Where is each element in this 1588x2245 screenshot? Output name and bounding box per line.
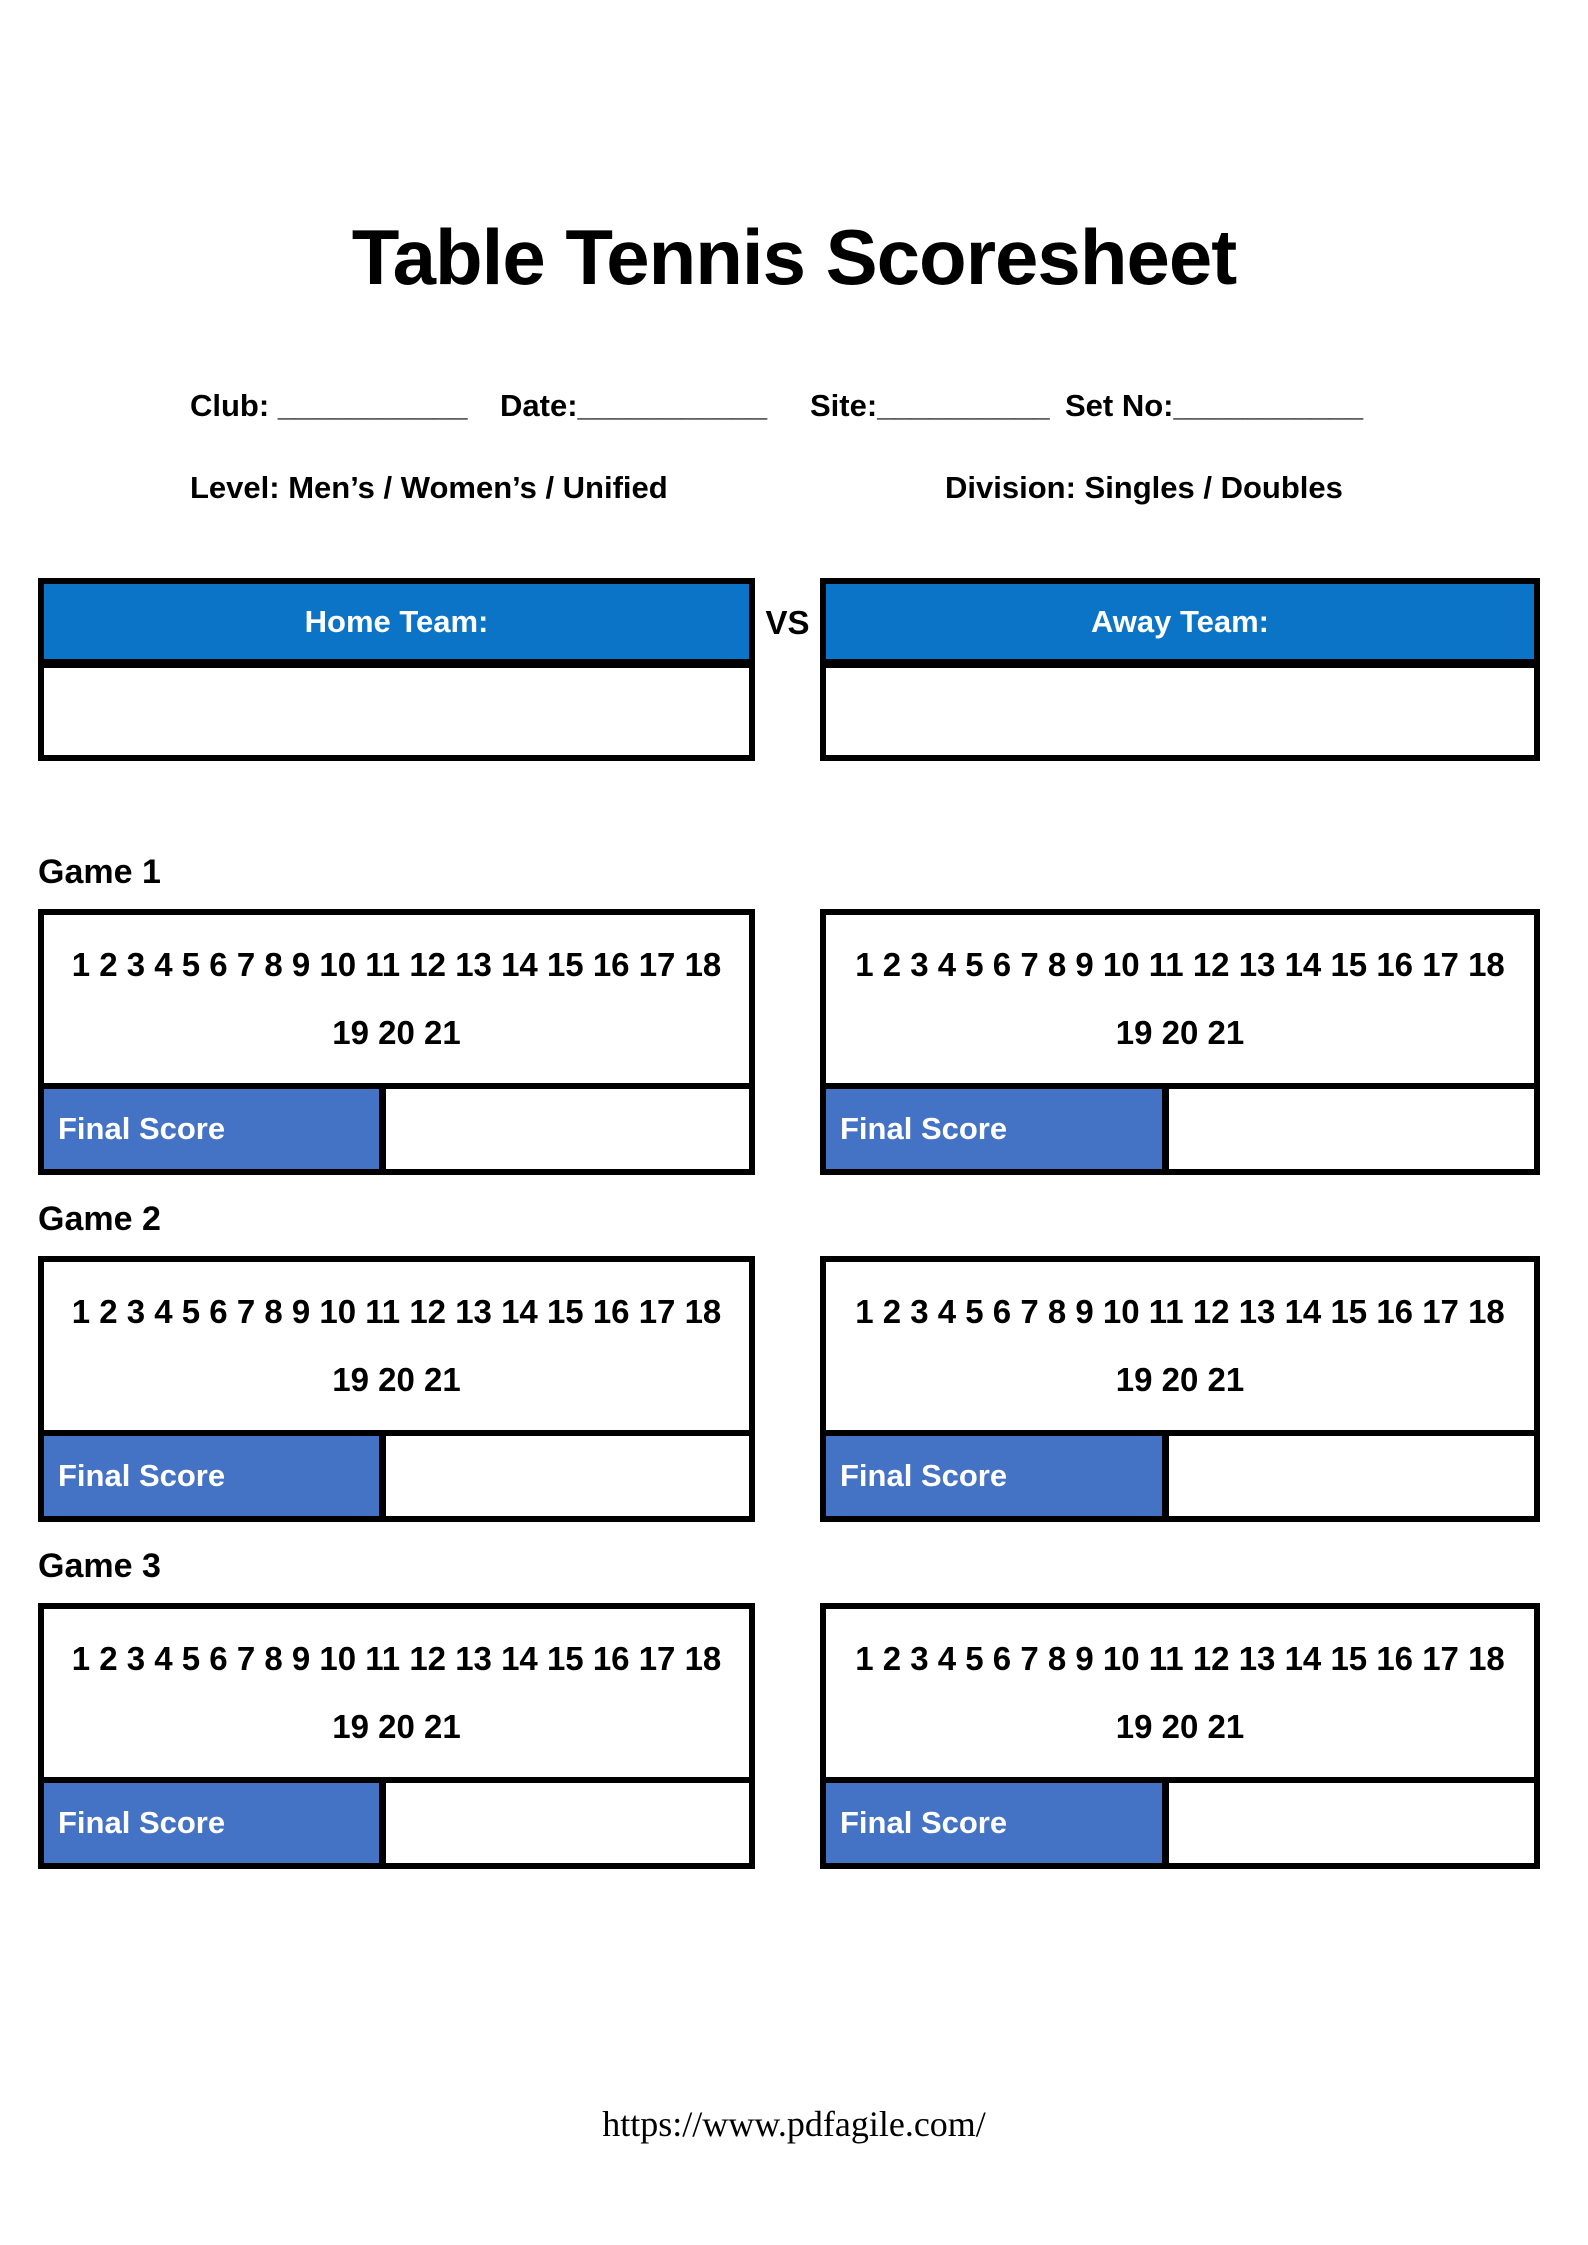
game-1-home-final-row: Final Score: [44, 1083, 749, 1169]
home-team-header: Home Team:: [44, 584, 749, 668]
game-2-home-final-score-cell[interactable]: [385, 1436, 749, 1516]
points-line-1: 1 2 3 4 5 6 7 8 9 10 11 12 13 14 15 16 1…: [71, 1292, 722, 1330]
final-score-label: Final Score: [44, 1783, 386, 1863]
club-label: Club:: [190, 388, 270, 423]
game-2-label: Game 2: [38, 1200, 161, 1238]
set-no-field: Set No:___________: [1065, 388, 1363, 424]
game-1-away-score-table: 1 2 3 4 5 6 7 8 9 10 11 12 13 14 15 16 1…: [820, 909, 1540, 1175]
game-1-home-score-table: 1 2 3 4 5 6 7 8 9 10 11 12 13 14 15 16 1…: [38, 909, 755, 1175]
points-line-1: 1 2 3 4 5 6 7 8 9 10 11 12 13 14 15 16 1…: [855, 945, 1505, 983]
final-score-label: Final Score: [826, 1089, 1170, 1169]
final-score-label: Final Score: [44, 1436, 386, 1516]
game-2-away-final-score-cell[interactable]: [1169, 1436, 1534, 1516]
game-3-section: Game 3 1 2 3 4 5 6 7 8 9 10 11 12 13 14 …: [0, 1547, 1588, 1877]
game-2-section: Game 2 1 2 3 4 5 6 7 8 9 10 11 12 13 14 …: [0, 1200, 1588, 1530]
points-line-1: 1 2 3 4 5 6 7 8 9 10 11 12 13 14 15 16 1…: [855, 1639, 1505, 1677]
game-3-home-points-area: 1 2 3 4 5 6 7 8 9 10 11 12 13 14 15 16 1…: [44, 1609, 749, 1777]
meta-row: Club: ___________ Date:___________ Site:…: [0, 388, 1588, 436]
set-no-blank-line[interactable]: ___________: [1173, 388, 1364, 423]
points-line-1: 1 2 3 4 5 6 7 8 9 10 11 12 13 14 15 16 1…: [71, 945, 722, 983]
game-1-away-points-area: 1 2 3 4 5 6 7 8 9 10 11 12 13 14 15 16 1…: [826, 915, 1534, 1083]
points-line-2: 19 20 21: [332, 1708, 461, 1746]
game-3-home-final-row: Final Score: [44, 1777, 749, 1863]
game-2-away-points-area: 1 2 3 4 5 6 7 8 9 10 11 12 13 14 15 16 1…: [826, 1262, 1534, 1430]
home-team-name-cell[interactable]: [44, 668, 749, 755]
points-line-1: 1 2 3 4 5 6 7 8 9 10 11 12 13 14 15 16 1…: [71, 1639, 722, 1677]
page-title: Table Tennis Scoresheet: [351, 213, 1237, 301]
game-2-away-score-table: 1 2 3 4 5 6 7 8 9 10 11 12 13 14 15 16 1…: [820, 1256, 1540, 1522]
game-1-away-final-row: Final Score: [826, 1083, 1534, 1169]
date-field: Date:___________: [500, 388, 767, 424]
date-blank-line[interactable]: ___________: [577, 388, 768, 423]
footer-url[interactable]: https://www.pdfagile.com/: [602, 2104, 986, 2144]
final-score-label: Final Score: [44, 1089, 386, 1169]
game-2-home-final-row: Final Score: [44, 1430, 749, 1516]
vs-label: VS: [765, 604, 810, 641]
set-no-label: Set No:: [1065, 388, 1174, 423]
away-team-header: Away Team:: [826, 584, 1534, 668]
game-1-home-final-score-cell[interactable]: [385, 1089, 749, 1169]
game-1-section: Game 1 1 2 3 4 5 6 7 8 9 10 11 12 13 14 …: [0, 853, 1588, 1183]
level-division-row: Level: Men’s / Women’s / Unified Divisio…: [0, 470, 1588, 518]
away-team-label: Away Team:: [1090, 603, 1270, 639]
points-line-2: 19 20 21: [1115, 1708, 1245, 1746]
club-field: Club: ___________: [190, 388, 467, 424]
game-2-home-points-area: 1 2 3 4 5 6 7 8 9 10 11 12 13 14 15 16 1…: [44, 1262, 749, 1430]
points-line-2: 19 20 21: [1115, 1361, 1245, 1399]
site-label: Site:: [810, 388, 878, 423]
game-2-away-final-row: Final Score: [826, 1430, 1534, 1516]
away-team-table: Away Team:: [820, 578, 1540, 761]
points-line-2: 19 20 21: [332, 1361, 461, 1399]
game-2-home-score-table: 1 2 3 4 5 6 7 8 9 10 11 12 13 14 15 16 1…: [38, 1256, 755, 1522]
final-score-label: Final Score: [826, 1783, 1170, 1863]
game-1-home-points-area: 1 2 3 4 5 6 7 8 9 10 11 12 13 14 15 16 1…: [44, 915, 749, 1083]
game-3-away-score-table: 1 2 3 4 5 6 7 8 9 10 11 12 13 14 15 16 1…: [820, 1603, 1540, 1869]
level-text: Level: Men’s / Women’s / Unified: [190, 470, 668, 505]
game-3-away-final-row: Final Score: [826, 1777, 1534, 1863]
game-1-label: Game 1: [38, 853, 161, 891]
away-team-name-cell[interactable]: [826, 668, 1534, 755]
site-field: Site:__________: [810, 388, 1050, 424]
game-1-away-final-score-cell[interactable]: [1169, 1089, 1534, 1169]
points-line-2: 19 20 21: [332, 1014, 461, 1052]
final-score-label: Final Score: [826, 1436, 1170, 1516]
home-team-label: Home Team:: [304, 603, 489, 639]
game-3-home-score-table: 1 2 3 4 5 6 7 8 9 10 11 12 13 14 15 16 1…: [38, 1603, 755, 1869]
points-line-2: 19 20 21: [1115, 1014, 1245, 1052]
game-3-away-final-score-cell[interactable]: [1169, 1783, 1534, 1863]
club-blank-line[interactable]: ___________: [269, 388, 468, 423]
game-3-away-points-area: 1 2 3 4 5 6 7 8 9 10 11 12 13 14 15 16 1…: [826, 1609, 1534, 1777]
division-text: Division: Singles / Doubles: [945, 470, 1343, 505]
home-team-table: Home Team:: [38, 578, 755, 761]
points-line-1: 1 2 3 4 5 6 7 8 9 10 11 12 13 14 15 16 1…: [855, 1292, 1505, 1330]
site-blank-line[interactable]: __________: [877, 388, 1050, 423]
game-3-home-final-score-cell[interactable]: [385, 1783, 749, 1863]
date-label: Date:: [500, 388, 578, 423]
game-3-label: Game 3: [38, 1547, 161, 1585]
